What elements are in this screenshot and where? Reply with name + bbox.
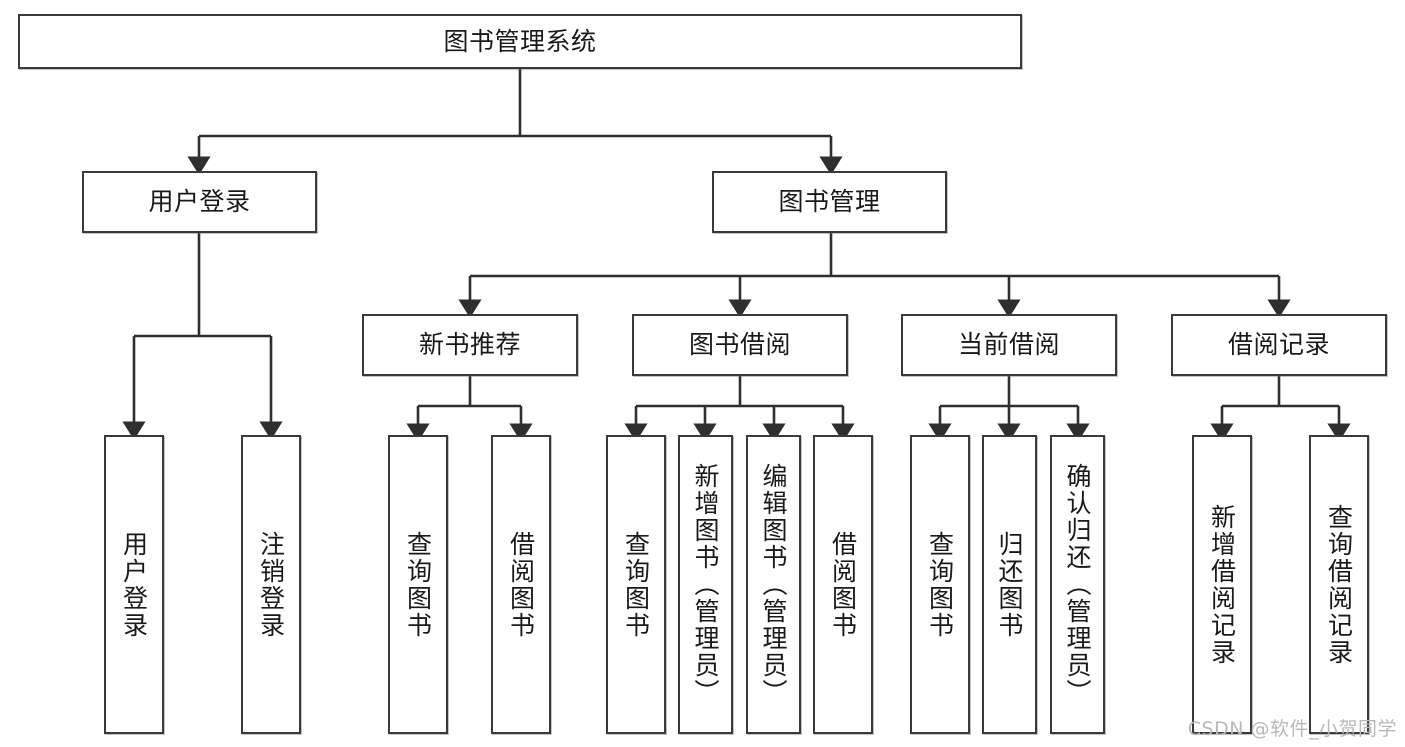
node-label: 用户登录 — [148, 187, 251, 216]
node-label: 查询借阅记录 — [1324, 503, 1354, 666]
node-label: 新增借阅记录 — [1207, 503, 1237, 666]
node-label: 查询图书 — [621, 530, 651, 639]
leaf-current-return-books[interactable]: 归还图书 — [982, 435, 1037, 734]
node-label: 编辑图书（管理员） — [759, 463, 788, 706]
node-label: 借阅图书 — [828, 530, 858, 639]
node-label: 借阅图书 — [506, 530, 536, 639]
node-root-book-management-system[interactable]: 图书管理系统 — [18, 14, 1022, 69]
node-current-borrow[interactable]: 当前借阅 — [901, 314, 1117, 376]
node-label: 图书管理系统 — [443, 26, 597, 56]
node-book-borrow[interactable]: 图书借阅 — [632, 314, 848, 376]
node-label: 确认归还（管理员） — [1063, 463, 1092, 706]
node-user-login[interactable]: 用户登录 — [82, 171, 317, 233]
leaf-user-login-logout[interactable]: 注销登录 — [241, 435, 301, 734]
leaf-user-login-login[interactable]: 用户登录 — [104, 435, 164, 734]
node-label: 查询图书 — [403, 530, 433, 639]
leaf-record-add-borrow-record[interactable]: 新增借阅记录 — [1192, 435, 1252, 734]
leaf-borrow-query-books[interactable]: 查询图书 — [606, 435, 666, 734]
node-borrow-record[interactable]: 借阅记录 — [1171, 314, 1387, 376]
csdn-watermark: CSDN @软件_小贺同学 — [1187, 718, 1397, 740]
leaf-current-confirm-return-admin[interactable]: 确认归还（管理员） — [1050, 435, 1105, 734]
node-book-management[interactable]: 图书管理 — [712, 171, 947, 233]
leaf-new-book-query-books[interactable]: 查询图书 — [388, 435, 448, 734]
node-label: 查询图书 — [925, 530, 955, 639]
node-label: 用户登录 — [119, 530, 149, 639]
leaf-current-query-books[interactable]: 查询图书 — [910, 435, 970, 734]
node-label: 当前借阅 — [957, 330, 1060, 359]
node-new-book-recommend[interactable]: 新书推荐 — [362, 314, 578, 376]
leaf-borrow-edit-book-admin[interactable]: 编辑图书（管理员） — [746, 435, 801, 734]
leaf-record-query-borrow-record[interactable]: 查询借阅记录 — [1309, 435, 1369, 734]
node-label: 注销登录 — [256, 530, 286, 639]
node-label: 图书借阅 — [688, 330, 791, 359]
leaf-new-book-borrow-books[interactable]: 借阅图书 — [491, 435, 551, 734]
leaf-borrow-add-book-admin[interactable]: 新增图书（管理员） — [678, 435, 733, 734]
node-label: 借阅记录 — [1227, 330, 1330, 359]
node-label: 图书管理 — [778, 187, 881, 216]
node-label: 新书推荐 — [418, 330, 521, 359]
leaf-borrow-borrow-books[interactable]: 借阅图书 — [813, 435, 873, 734]
node-label: 归还图书 — [995, 530, 1024, 639]
node-label: 新增图书（管理员） — [691, 463, 720, 706]
